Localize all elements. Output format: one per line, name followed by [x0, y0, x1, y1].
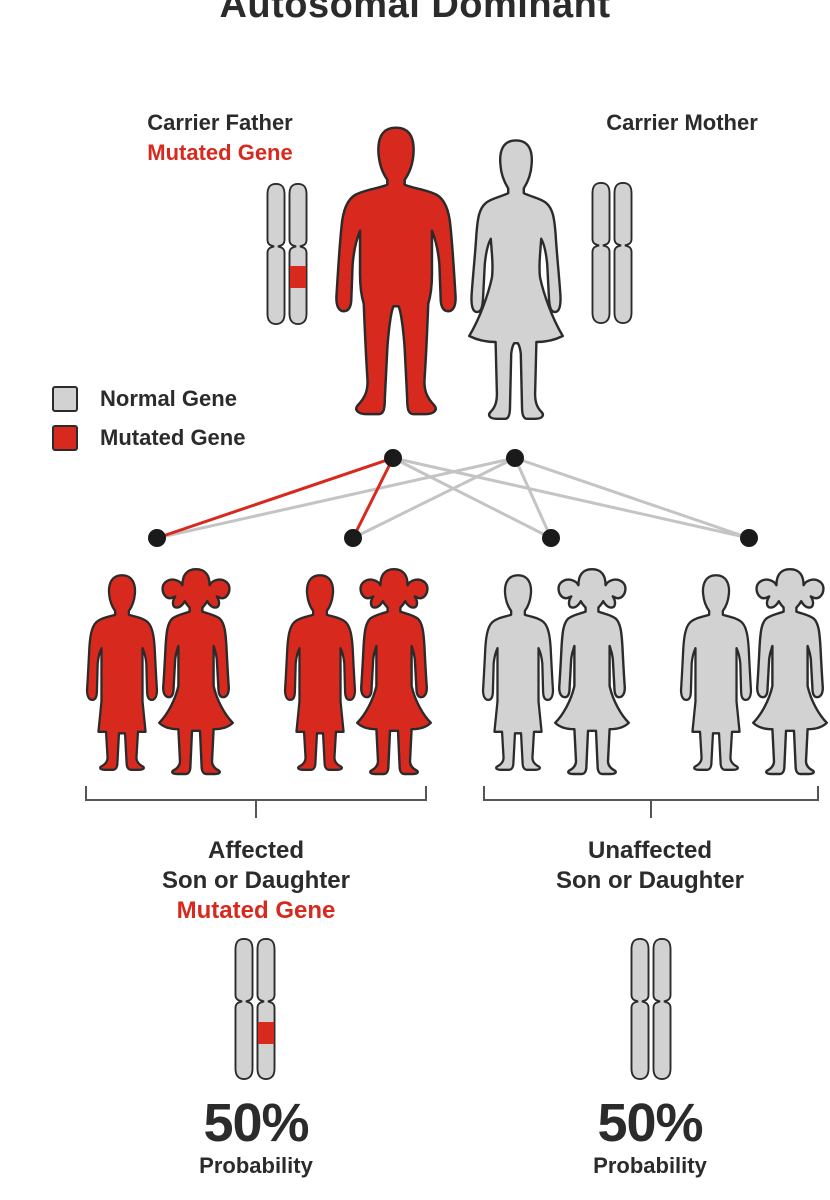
legend-normal: Normal Gene	[52, 386, 237, 412]
inheritance-lines	[155, 456, 751, 540]
affected-gene-label: Mutated Gene	[176, 897, 336, 924]
affected-son-figure	[85, 573, 159, 772]
inheritance-nodes	[148, 449, 758, 547]
affected-daughter-figure	[157, 567, 235, 776]
father-chromosome-pair	[266, 183, 308, 325]
affected-subtitle: Son or Daughter	[161, 867, 350, 894]
father-figure	[335, 126, 457, 416]
legend-mutated: Mutated Gene	[52, 425, 245, 451]
affected-title: Affected	[207, 837, 304, 864]
unaffected-subtitle: Son or Daughter	[555, 867, 744, 894]
affected-daughter-figure	[355, 567, 433, 776]
mother-chromosome-pair	[591, 182, 633, 324]
legend-swatch-mutated	[52, 425, 78, 451]
affected-percent: 50%	[203, 1093, 309, 1153]
unaffected-chromosome-pair	[630, 938, 672, 1080]
diagram-title: Autosomal Dominant	[219, 0, 611, 26]
affected-children	[85, 567, 433, 776]
legend-swatch-normal	[52, 386, 78, 412]
unaffected-probability-label: Probability	[593, 1153, 707, 1178]
mutated-gene-marker	[258, 1022, 274, 1044]
unaffected-son-figure	[481, 573, 555, 772]
legend-normal-label: Normal Gene	[100, 386, 237, 411]
affected-chromosome-pair	[234, 938, 276, 1080]
unaffected-title: Unaffected	[587, 837, 713, 864]
unaffected-group-bracket	[483, 786, 819, 818]
father-gene-label: Mutated Gene	[147, 140, 293, 165]
mother-figure	[467, 139, 565, 421]
unaffected-percent: 50%	[597, 1093, 703, 1153]
affected-group-bracket	[85, 786, 427, 818]
unaffected-children	[481, 567, 829, 776]
unaffected-daughter-figure	[751, 567, 829, 776]
affected-son-figure	[283, 573, 357, 772]
mother-label: Carrier Mother	[606, 110, 758, 135]
legend-mutated-label: Mutated Gene	[100, 425, 246, 450]
unaffected-daughter-figure	[553, 567, 631, 776]
mutated-gene-marker	[290, 266, 306, 288]
father-label: Carrier Father	[147, 110, 293, 135]
unaffected-son-figure	[679, 573, 753, 772]
affected-probability-label: Probability	[199, 1153, 313, 1178]
